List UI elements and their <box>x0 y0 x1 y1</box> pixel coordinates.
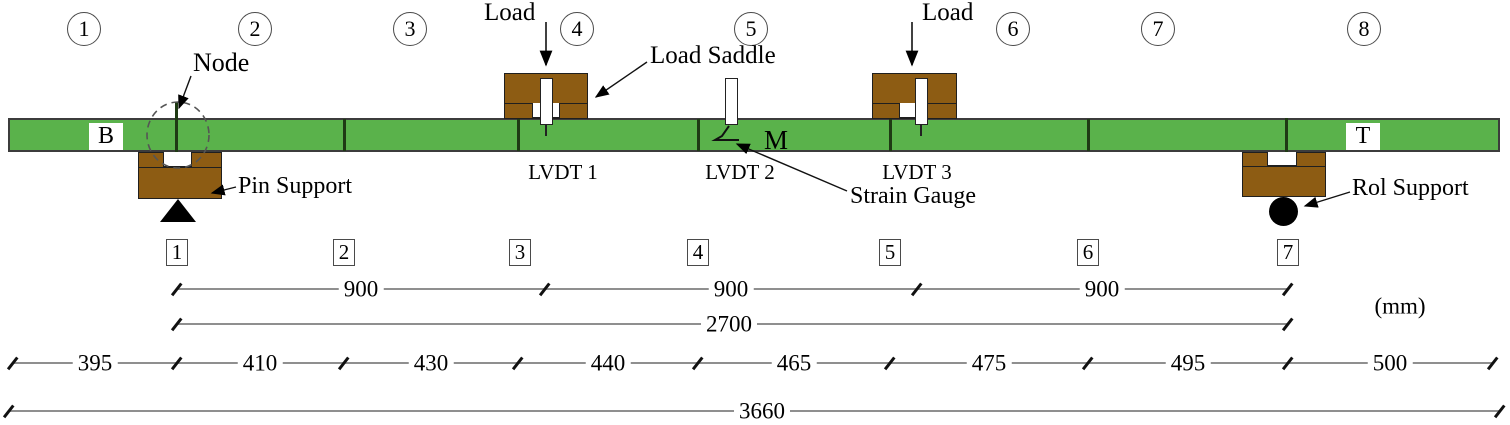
strain-gauge-label: Strain Gauge <box>850 183 976 209</box>
dim-395: 395 <box>72 351 118 375</box>
beam-mark-top: T <box>1346 123 1380 150</box>
load-saddle-right-top <box>872 73 957 104</box>
rol-support-label: Rol Support <box>1352 175 1469 201</box>
dim-495: 495 <box>1165 351 1211 375</box>
unit-label: (mm) <box>1374 293 1426 319</box>
dim-410: 410 <box>237 351 283 375</box>
node-line-5 <box>889 119 892 151</box>
segment-circle-2: 2 <box>238 12 272 46</box>
node-line-6 <box>1087 119 1090 151</box>
node-line-2 <box>343 119 346 151</box>
lvdt3-label: LVDT 3 <box>882 160 952 184</box>
node-line-4 <box>697 119 700 151</box>
node-box-3: 3 <box>509 239 531 266</box>
dim-900-3: 900 <box>1079 277 1125 301</box>
node-line-3 <box>517 119 520 151</box>
dim-430: 430 <box>408 351 454 375</box>
dim-900-2: 900 <box>708 277 754 301</box>
beam <box>8 118 1500 152</box>
rol-support-roller <box>1269 197 1298 226</box>
pin-support-label: Pin Support <box>238 173 353 199</box>
load-label-left: Load <box>484 0 536 26</box>
dim-440: 440 <box>585 351 631 375</box>
lvdt3-rod-tail <box>920 125 922 136</box>
lvdt1-rod <box>540 78 553 125</box>
dim-465: 465 <box>771 351 817 375</box>
node-box-6: 6 <box>1077 239 1099 266</box>
dim-500: 500 <box>1367 351 1413 375</box>
node-box-4: 4 <box>687 239 709 266</box>
lvdt3-rod <box>915 78 928 125</box>
node-line-7 <box>1285 118 1288 167</box>
load-saddle-arrow <box>594 61 648 98</box>
pin-support-block <box>138 167 222 199</box>
dim-line-segments <box>13 362 1493 364</box>
node-arrow <box>178 75 192 110</box>
rol-support-block <box>1242 166 1326 197</box>
dim-475: 475 <box>966 351 1012 375</box>
beam-mark-middle: M <box>764 125 789 155</box>
segment-circle-1: 1 <box>67 12 101 46</box>
lvdt1-label: LVDT 1 <box>528 160 598 184</box>
node-box-2: 2 <box>333 239 355 266</box>
segment-circle-4: 4 <box>560 12 594 46</box>
lvdt2-rod <box>725 78 738 125</box>
load-label-right: Load <box>922 0 974 26</box>
dim-900-1: 900 <box>338 277 384 301</box>
segment-circle-6: 6 <box>996 12 1030 46</box>
beam-mark-bottom: B <box>89 123 123 150</box>
node-box-7: 7 <box>1277 239 1299 266</box>
node-box-5: 5 <box>879 239 901 266</box>
node-label: Node <box>193 48 250 77</box>
pin-support-notch <box>163 152 192 167</box>
pin-support-triangle <box>160 199 196 222</box>
dim-3660: 3660 <box>734 399 790 423</box>
lvdt1-rod-tail <box>545 125 547 136</box>
rol-support-notch <box>1267 152 1297 166</box>
dim-2700: 2700 <box>701 312 757 336</box>
segment-circle-7: 7 <box>1141 12 1175 46</box>
segment-circle-8: 8 <box>1347 12 1381 46</box>
node-box-1: 1 <box>166 239 188 266</box>
segment-circle-3: 3 <box>393 12 427 46</box>
segment-circle-5: 5 <box>734 12 768 46</box>
load-saddle-label: Load Saddle <box>650 42 776 69</box>
lvdt2-label: LVDT 2 <box>705 160 775 184</box>
